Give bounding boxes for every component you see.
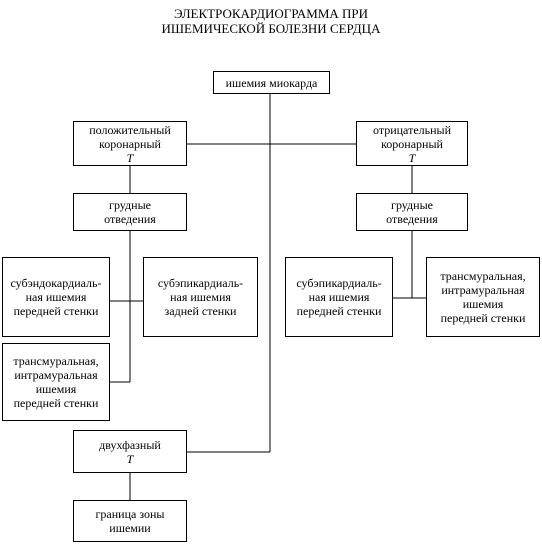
node-negative-t: отрицательный коронарный T xyxy=(356,121,468,166)
node-subepi-anterior-line-2: ная ишемия xyxy=(308,290,370,304)
node-biphasic-t-line-1: двухфазный T xyxy=(99,437,161,466)
node-transmural-left-line-2: интрамуральная xyxy=(14,368,98,382)
node-positive-t: положительный коронарный T xyxy=(73,121,187,166)
node-positive-t-line-2: коронарный T xyxy=(99,136,161,165)
node-transmural-right-line-3: ишемия xyxy=(462,297,504,311)
node-zone-border-line-2: ишемии xyxy=(109,521,151,535)
node-subendo-anterior-line-1: субэндокардиаль- xyxy=(10,276,102,290)
node-subepi-posterior-line-1: субэпикардиаль- xyxy=(157,276,244,290)
node-positive-t-line-1: положительный xyxy=(89,122,171,137)
node-transmural-left-line-3: ишемия xyxy=(35,382,77,396)
node-transmural-right: трансмуральная, интрамуральная ишемия пе… xyxy=(426,257,540,337)
node-chest-right-line-1: грудные xyxy=(391,198,433,212)
node-chest-left-line-1: грудные xyxy=(109,198,151,212)
node-chest-right-line-2: отведения xyxy=(386,212,438,226)
node-subendo-anterior-line-2: ная ишемия xyxy=(25,290,87,304)
node-transmural-left: трансмуральная, интрамуральная ишемия пе… xyxy=(2,343,110,421)
node-subepi-posterior-line-2: ная ишемия xyxy=(170,290,231,304)
node-negative-t-line-2: коронарный T xyxy=(381,136,443,165)
node-biphasic-t: двухфазный T xyxy=(73,430,187,473)
node-subepi-anterior-line-3: передней стенки xyxy=(296,304,382,318)
node-subendo-anterior-line-3: передней стенки xyxy=(13,304,99,318)
title-line-1: ЭЛЕКТРОКАРДИОГРАММА ПРИ xyxy=(173,6,369,21)
node-chest-left-line-2: отведения xyxy=(104,212,156,226)
node-transmural-right-line-2: интрамуральная xyxy=(441,283,525,297)
title-line-2: ИШЕМИЧЕСКОЙ БОЛЕЗНИ СЕРДЦА xyxy=(161,21,381,36)
node-transmural-right-line-4: передней стенки xyxy=(440,311,526,325)
node-transmural-right-line-1: трансмуральная, xyxy=(440,269,526,283)
node-chest-right: грудные отведения xyxy=(356,193,468,231)
node-zone-border: граница зоны ишемии xyxy=(73,500,187,542)
node-chest-left: грудные отведения xyxy=(73,193,187,231)
node-subepi-anterior-line-1: субэпикардиаль- xyxy=(296,276,382,290)
node-subepi-anterior: субэпикардиаль- ная ишемия передней стен… xyxy=(285,257,393,337)
node-transmural-left-line-4: передней стенки xyxy=(13,396,99,410)
node-zone-border-line-1: граница зоны xyxy=(95,507,165,521)
node-subendo-anterior: субэндокардиаль- ная ишемия передней сте… xyxy=(2,257,110,337)
diagram-title: ЭЛЕКТРОКАРДИОГРАММА ПРИ ИШЕМИЧЕСКОЙ БОЛЕ… xyxy=(0,6,542,36)
node-ischemia-line-1: ишемия миокарда xyxy=(225,75,318,90)
node-transmural-left-line-1: трансмуральная, xyxy=(13,354,99,368)
node-subepi-posterior: субэпикардиаль- ная ишемия задней стенки xyxy=(143,257,258,337)
node-subepi-posterior-line-3: задней стенки xyxy=(164,304,237,318)
node-ischemia: ишемия миокарда xyxy=(213,71,330,94)
node-negative-t-line-1: отрицательный xyxy=(372,122,452,137)
